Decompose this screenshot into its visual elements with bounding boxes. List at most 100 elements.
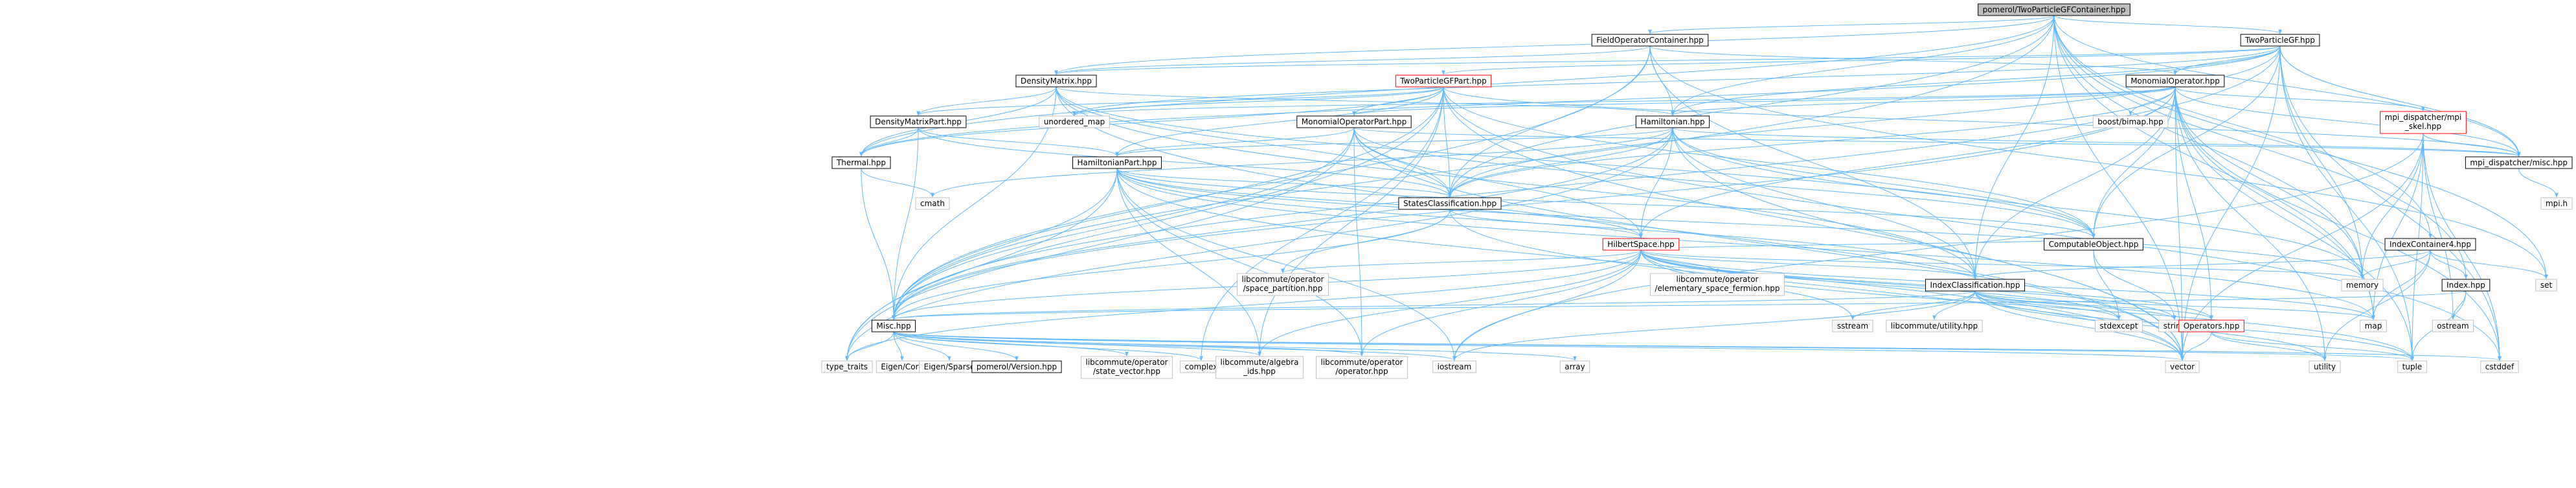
edge-monomialoppart-to-type_traits: [845, 127, 1355, 361]
node-box: [2240, 34, 2320, 47]
edge-indexcontainer-to-memory: [2360, 250, 2431, 279]
node-dmpart[interactable]: DensityMatrixPart.hpp: [870, 115, 967, 128]
node-indexclass[interactable]: IndexClassification.hpp: [1925, 279, 2026, 292]
node-hampart[interactable]: HamiltonianPart.hpp: [1072, 156, 1162, 169]
edge-tpgfpart-to-thermal: [859, 86, 1444, 157]
node-label: Operators.hpp: [2184, 321, 2240, 331]
edge-monomialop-to-monomialoppart: [1352, 86, 2176, 116]
edge-hamiltonian-to-memory: [1672, 127, 2364, 279]
node-box: [1886, 320, 1983, 332]
node-box: [2480, 360, 2519, 373]
node-label: Eigen/Core: [881, 362, 923, 371]
node-computable[interactable]: ComputableObject.hpp: [2044, 238, 2143, 251]
edge-hilbert-to-algebra: [1258, 250, 1642, 356]
edge-root-to-focontainer: [1648, 15, 2055, 34]
node-label: Thermal.hpp: [836, 158, 886, 167]
edge-operators-to-utility: [2211, 331, 2327, 361]
node-label: /state_vector.hpp: [1093, 367, 1160, 376]
node-label: pomerol/Version.hpp: [977, 362, 1057, 371]
node-label: pomerol/TwoParticleGFContainer.hpp: [1983, 5, 2126, 14]
node-label: FieldOperatorContainer.hpp: [1596, 36, 1704, 45]
edge-monomialop-to-utility: [2175, 86, 2327, 361]
edge-statesclass-to-spacepart: [1281, 209, 1451, 273]
node-box: [1398, 197, 1502, 210]
node-tpgf[interactable]: TwoParticleGF.hpp: [2240, 34, 2320, 47]
edge-monomialop-to-bimap: [2129, 86, 2176, 116]
node-indexhpp[interactable]: Index.hpp: [2441, 279, 2491, 292]
edge-misc-to-complex: [893, 331, 1203, 361]
node-complex: complex: [1180, 360, 1223, 373]
edge-root-to-tpgf: [2053, 15, 2282, 34]
node-box: [821, 360, 873, 373]
edge-tpgf-to-tpgfpart: [1441, 45, 2281, 75]
node-box: [871, 320, 916, 332]
node-box: [2465, 156, 2573, 169]
node-bimap: boost/bimap.hpp: [2092, 115, 2169, 128]
edge-monomialop-to-statesclass: [1448, 86, 2176, 198]
node-label: utility: [2314, 362, 2336, 371]
node-label: MonomialOperator.hpp: [2130, 76, 2220, 86]
node-mpimisc[interactable]: mpi_dispatcher/misc.hpp: [2465, 156, 2573, 169]
node-label: mpi.h: [2546, 199, 2568, 208]
node-label: vector: [2170, 362, 2195, 371]
edge-indexclass-to-sstream: [1851, 290, 1976, 320]
node-label: type_traits: [826, 362, 868, 371]
edge-root-to-indexclass: [1973, 15, 2055, 279]
node-thermal[interactable]: Thermal.hpp: [831, 156, 891, 169]
edge-misc-to-eigencore: [893, 331, 904, 361]
edge-indexclass-to-libutility: [1932, 290, 1976, 320]
edge-mpiskel-to-iostream: [1452, 133, 2424, 361]
edge-monomialoppart-to-mpimisc: [1353, 127, 2520, 157]
node-densitymatrix[interactable]: DensityMatrix.hpp: [1015, 75, 1097, 87]
node-version[interactable]: pomerol/Version.hpp: [971, 360, 1062, 373]
edge-root-to-misc: [892, 15, 2055, 320]
node-box: [2432, 320, 2474, 332]
node-mpih: mpi.h: [2540, 197, 2573, 210]
edge-tpgfpart-to-complex: [1199, 86, 1444, 361]
node-statevec: libcommute/operator/state_vector.hpp: [1081, 356, 1173, 379]
node-hamiltonian[interactable]: Hamiltonian.hpp: [1635, 115, 1710, 128]
node-box: [2309, 360, 2341, 373]
edge-hamiltonian-to-misc: [892, 127, 1673, 320]
edge-monomialop-to-cstddef: [2175, 86, 2502, 361]
edge-indexcontainer-to-indexhpp: [2430, 250, 2468, 279]
node-indexcontainer[interactable]: IndexContainer4.hpp: [2384, 238, 2476, 251]
node-box: [870, 115, 967, 128]
node-label: libcommute/operator: [1677, 275, 1759, 284]
node-root[interactable]: pomerol/TwoParticleGFContainer.hpp: [1978, 3, 2130, 16]
edge-indexclass-to-operators: [1974, 290, 2213, 320]
edge-focontainer-to-indexclass: [1649, 45, 1977, 279]
node-label: complex: [1185, 362, 1218, 371]
node-box: [2095, 320, 2143, 332]
node-tpgfpart[interactable]: TwoParticleGFPart.hpp: [1395, 75, 1492, 87]
edge-tpgfpart-to-cstddef: [1443, 86, 2502, 361]
node-box: [831, 156, 891, 169]
node-box: [2441, 279, 2491, 292]
edge-monomialop-to-mpiskel: [2175, 86, 2425, 111]
node-label: tuple: [2402, 362, 2423, 371]
node-operators[interactable]: Operators.hpp: [2178, 320, 2244, 332]
edge-indexcontainer-to-set: [2430, 250, 2548, 279]
edge-indexhpp-to-misc: [892, 290, 2467, 320]
edge-hampart-to-memory: [1116, 168, 2364, 279]
node-label: HamiltonianPart.hpp: [1077, 158, 1157, 167]
edge-hampart-to-algebra: [1116, 168, 1261, 356]
edge-tpgf-to-densitymatrix: [1054, 45, 2281, 75]
edge-monomialop-to-operators: [2175, 86, 2213, 320]
node-misc[interactable]: Misc.hpp: [871, 320, 916, 332]
edge-monomialoppart-to-misc: [892, 127, 1355, 320]
node-focontainer[interactable]: FieldOperatorContainer.hpp: [1591, 34, 1709, 47]
node-label: DensityMatrix.hpp: [1021, 76, 1092, 86]
node-label: Eigen/Sparse: [924, 362, 975, 371]
node-statesclass[interactable]: StatesClassification.hpp: [1398, 197, 1502, 210]
edge-monomialop-to-computable: [2092, 86, 2176, 238]
node-monomialop[interactable]: MonomialOperator.hpp: [2125, 75, 2225, 87]
node-monomialoppart[interactable]: MonomialOperatorPart.hpp: [1296, 115, 1412, 128]
edge-tpgf-to-thermal: [859, 45, 2281, 157]
edge-root-to-indexcontainer: [2053, 15, 2432, 238]
node-label: ostream: [2437, 321, 2469, 331]
edge-dmpart-to-hampart: [918, 127, 1119, 157]
edge-hampart-to-statesclass: [1116, 168, 1452, 198]
node-hilbert[interactable]: HilbertSpace.hpp: [1602, 238, 1680, 251]
node-mpiskel[interactable]: mpi_dispatcher/mpi_skel.hpp: [2380, 111, 2467, 134]
